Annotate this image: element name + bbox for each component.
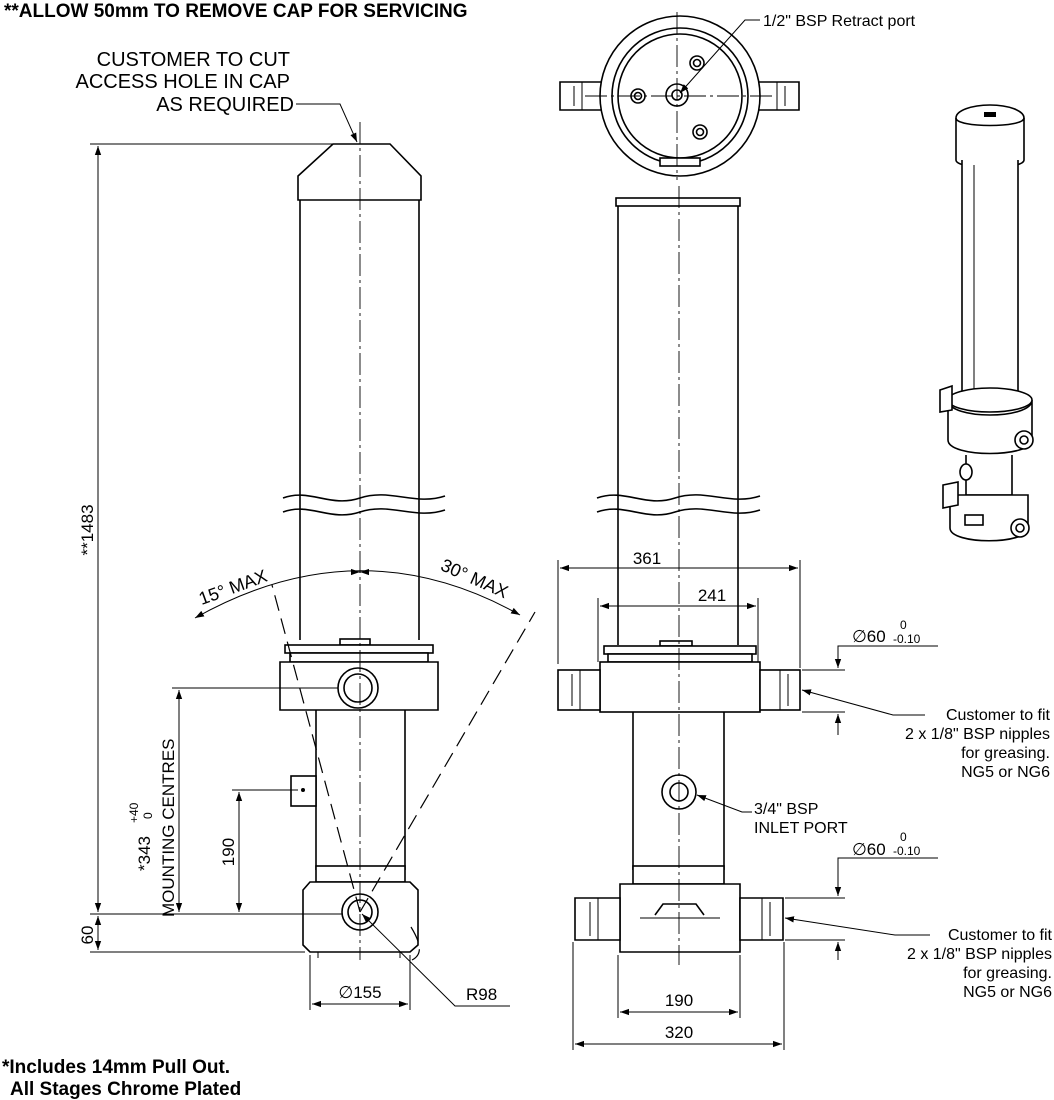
bottom-note-line1: *Includes 14mm Pull Out. bbox=[2, 1057, 230, 1078]
front-view bbox=[557, 12, 801, 965]
side-view bbox=[271, 122, 536, 961]
angle-right-label: 30° MAX bbox=[438, 555, 511, 602]
dim-361: 361 bbox=[633, 549, 661, 568]
mounting-centres-tol-lower: 0 bbox=[141, 812, 155, 819]
grease-note-lower-line2: 2 x 1/8" BSP nipples bbox=[907, 946, 1052, 963]
mounting-centres-value: *343 bbox=[135, 836, 154, 871]
cap-note-line3: AS REQUIRED bbox=[156, 94, 294, 116]
grease-note-lower-line4: NG5 or NG6 bbox=[963, 984, 1052, 1001]
grease-note-upper-line3: for greasing. bbox=[961, 745, 1050, 762]
dia60-upper-tol-lower: -0.10 bbox=[893, 632, 921, 646]
grease-note-lower-line3: for greasing. bbox=[963, 965, 1052, 982]
dim-320: 320 bbox=[665, 1023, 693, 1042]
dia60-lower-value: ∅60 bbox=[852, 840, 886, 859]
dia60-upper-value: ∅60 bbox=[852, 627, 886, 646]
retract-port-label: 1/2" BSP Retract port bbox=[763, 13, 916, 30]
cap-note-line2: ACCESS HOLE IN CAP bbox=[75, 71, 290, 93]
inlet-port-line1: 3/4" BSP bbox=[754, 801, 818, 818]
grease-note-upper-line4: NG5 or NG6 bbox=[961, 764, 1050, 781]
overall-length-dimension: **1483 bbox=[78, 504, 97, 555]
grease-note-upper-line2: 2 x 1/8" BSP nipples bbox=[905, 726, 1050, 743]
isometric-view bbox=[939, 104, 1034, 542]
top-note: **ALLOW 50mm TO REMOVE CAP FOR SERVICING bbox=[4, 1, 467, 22]
bottom-note-line2: All Stages Chrome Plated bbox=[10, 1079, 241, 1100]
grease-note-upper-line1: Customer to fit bbox=[946, 707, 1051, 724]
dim-r98: R98 bbox=[466, 985, 497, 1004]
dim-190-front: 190 bbox=[665, 991, 693, 1010]
dim-241: 241 bbox=[698, 586, 726, 605]
angle-left-label: 15° MAX bbox=[196, 566, 270, 609]
dim-190-side: 190 bbox=[219, 838, 238, 866]
grease-note-lower-line1: Customer to fit bbox=[948, 927, 1053, 944]
dia60-lower-tol-upper: 0 bbox=[900, 830, 907, 844]
dim-60: 60 bbox=[78, 926, 97, 945]
dia60-upper-tol-upper: 0 bbox=[900, 618, 907, 632]
inlet-port-line2: INLET PORT bbox=[754, 820, 848, 837]
dim-dia155: ∅155 bbox=[338, 983, 381, 1002]
dia60-lower-tol-lower: -0.10 bbox=[893, 844, 921, 858]
cap-note-line1: CUSTOMER TO CUT bbox=[97, 49, 290, 71]
mounting-centres-text: MOUNTING CENTRES bbox=[159, 739, 178, 918]
mounting-centres-tol-upper: +40 bbox=[127, 802, 141, 823]
